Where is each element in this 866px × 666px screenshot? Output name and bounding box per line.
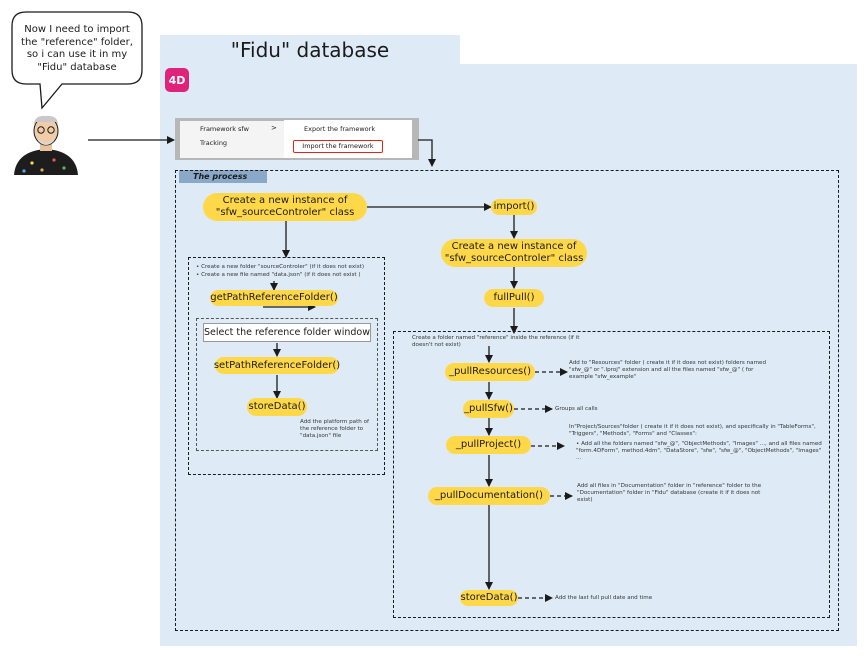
store-data-right-node: storeData() [460, 590, 518, 606]
get-path-node: getPathReferenceFolder() [210, 290, 338, 306]
left-box-note-1-text: Create a new folder "sourceControler" (i… [201, 264, 365, 270]
menu-item-import-label: Import the framework [302, 142, 374, 150]
menu-item-export[interactable]: Export the framework [304, 125, 376, 133]
menu-item-tracking[interactable]: Tracking [200, 139, 227, 147]
menu-left [180, 121, 284, 158]
database-title: "Fidu" database [230, 38, 390, 62]
menu-item-framework[interactable]: Framework sfw [200, 125, 249, 133]
left-box-note-2: • Create a new file named "data.json" (i… [196, 272, 384, 279]
right-group-box [393, 331, 830, 618]
chevron-right-icon: > [271, 124, 277, 132]
left-box-note-2-text: Create a new file named "data.json" (if … [201, 272, 361, 278]
set-path-node: setPathReferenceFolder() [214, 357, 340, 374]
full-pull-node: fullPull() [484, 289, 544, 307]
create-instance-node-1: Create a new instance of "sfw_sourceCont… [203, 193, 367, 221]
menu-right [284, 120, 412, 158]
4d-logo: 4D [165, 68, 189, 92]
bullet-dot: • [196, 264, 202, 270]
speech-bubble [11, 11, 143, 110]
process-box [175, 170, 839, 631]
select-window-box [196, 318, 378, 451]
select-window-node: Select the reference folder window [203, 323, 371, 342]
pull-project-node: _pullProject() [446, 436, 531, 454]
sfw-note: Groups all calls [555, 406, 598, 412]
right-box-note: Create a folder named "reference" inside… [412, 335, 580, 348]
speech-text: Now I need to import the "reference" fol… [21, 24, 133, 73]
project-note: In"Project/Sources"folder ( create it if… [569, 424, 816, 437]
left-box-note-1: • Create a new folder "sourceControler" … [196, 264, 384, 271]
bullet-dot: • [196, 272, 202, 278]
process-label: The process [179, 170, 267, 183]
project-bullet-note: • Add all the folders named "sfw_@", "Ob… [576, 441, 824, 462]
pull-resources-node: _pullResources() [445, 363, 535, 381]
store-right-note: Add the last full pull date and time [555, 595, 653, 601]
menu-item-framework-label: Framework sfw [200, 125, 249, 133]
4d-logo-text: 4D [168, 73, 186, 87]
pull-documentation-node: _pullDocumentation() [428, 487, 550, 505]
documentation-note: Add all files in "Documentation" folder … [577, 483, 762, 503]
bullet-dot: • [576, 441, 582, 447]
pull-sfw-node: _pullSfw() [463, 400, 514, 418]
menu-item-import[interactable]: Import the framework [293, 140, 383, 153]
person-icon [14, 115, 78, 175]
project-bullet-text: Add all the folders named "sfw_@", "Obje… [576, 441, 822, 461]
resources-note: Add to "Resources" folder ( create it if… [569, 360, 767, 380]
store-data-left-node: storeData() [247, 398, 307, 416]
store-left-note: Add the platform path of the reference f… [300, 419, 369, 439]
menu-item-tracking-label: Tracking [200, 139, 228, 147]
import-node: import() [491, 199, 537, 215]
create-instance-node-2: Create a new instance of "sfw_sourceCont… [441, 239, 587, 267]
